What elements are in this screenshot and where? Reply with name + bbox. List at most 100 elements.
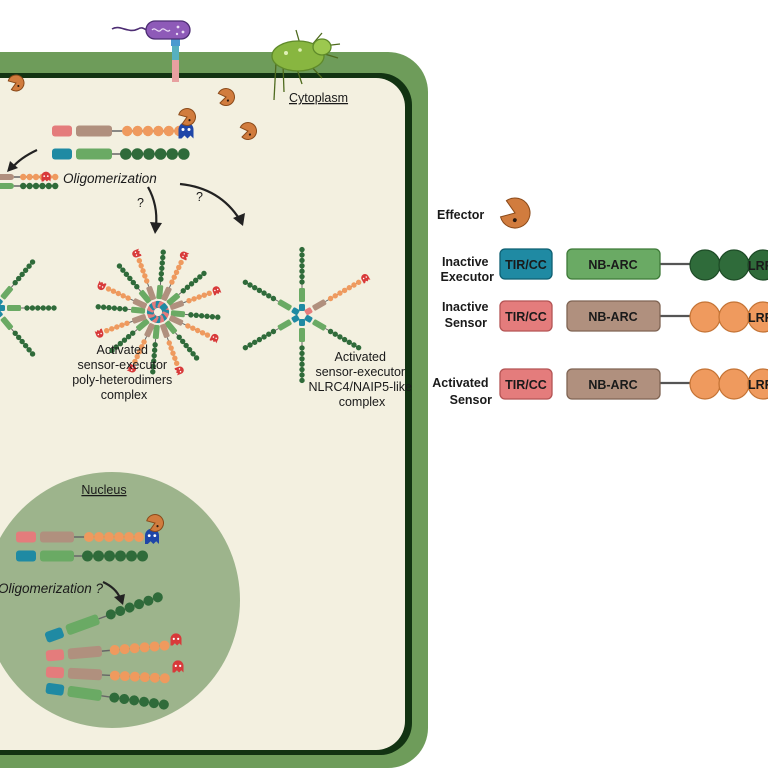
lrr-bead <box>109 670 120 681</box>
ghost-eye <box>100 332 102 335</box>
lrr-bead <box>15 334 22 341</box>
executor-spoke <box>304 314 362 351</box>
executor-spoke <box>299 319 305 384</box>
inactive-nlr-monomers <box>52 108 196 160</box>
lrr-bead <box>299 279 305 285</box>
nbarc-domain <box>156 284 164 300</box>
effector-icon <box>217 88 235 106</box>
lrr-bead <box>327 295 334 302</box>
ghost-eye <box>174 664 177 667</box>
cytoplasm-effectors <box>7 74 257 140</box>
lrr-bead <box>115 605 126 616</box>
tir-domain <box>52 148 72 160</box>
legend-inactive-sensor-label: Inactive Sensor <box>442 300 492 330</box>
ghost-eye <box>177 637 180 640</box>
effector-bound-marker <box>172 660 184 673</box>
lrr-bead <box>299 246 305 253</box>
ghost-body <box>97 280 107 291</box>
ghost-body <box>94 328 104 338</box>
tir-domain <box>299 319 305 326</box>
lrr-bead <box>172 355 178 361</box>
effector-body <box>178 108 196 126</box>
ghost-eye <box>172 637 175 640</box>
lrr-bead <box>52 182 59 190</box>
left-edge-complex <box>0 259 57 357</box>
ghost-body <box>179 251 190 261</box>
lrr-bead <box>124 532 134 542</box>
lrr-bead <box>176 264 182 271</box>
nbarc-domain <box>132 314 147 324</box>
effector-bound-marker <box>94 328 104 338</box>
left-dimer-fragment <box>0 171 59 190</box>
effector-ghost-icon <box>178 122 194 139</box>
ghost-body <box>145 528 159 544</box>
lrr-bead <box>22 342 29 349</box>
lrr-bead <box>337 334 343 340</box>
tir-domain <box>45 666 65 679</box>
lrr-bead <box>132 358 138 365</box>
nbarc-domain <box>299 288 305 302</box>
tir-domain <box>0 305 5 311</box>
effector-icon <box>239 122 257 140</box>
tir-domain <box>304 307 313 316</box>
lrr-bead <box>131 148 144 160</box>
lrr-bead <box>178 259 184 266</box>
lrr-bead <box>136 257 143 264</box>
lrr-bead <box>351 282 357 288</box>
lrr-bead <box>180 288 186 294</box>
lrr-bead <box>94 532 104 542</box>
lrr-bead <box>132 125 143 137</box>
lrr-bead <box>299 263 305 269</box>
lrr-bead <box>149 641 160 652</box>
lrr-bead <box>115 290 122 297</box>
lrr-bead <box>150 369 156 375</box>
executor-protein <box>45 682 169 710</box>
nbarc-domain <box>40 550 74 562</box>
tir-domain <box>291 314 300 323</box>
lrr-bead <box>26 173 33 181</box>
activated-sensor-nbarc-label: NB-ARC <box>588 378 637 392</box>
lrr-bead <box>337 290 343 296</box>
ghost-eye <box>135 254 138 256</box>
lrr-bead <box>105 286 112 292</box>
effector-body <box>146 514 164 532</box>
lrr-bead <box>104 550 115 562</box>
lrr-bead <box>215 314 221 320</box>
lrr-bead <box>39 182 46 190</box>
sensor-tir-domain <box>499 300 553 332</box>
lrr-bead <box>142 125 154 137</box>
lrr-bead <box>19 271 25 278</box>
executor-spoke <box>0 309 36 357</box>
lrr-bead <box>184 284 191 291</box>
lrr-bead <box>193 312 199 319</box>
sensor-spoke <box>132 248 160 309</box>
lrr-bead <box>179 338 186 345</box>
lrr-bead <box>332 331 338 337</box>
effector-eye <box>512 218 517 223</box>
tir-domain <box>16 531 36 543</box>
lrr-bead <box>119 322 125 328</box>
ghost-eye <box>212 336 215 338</box>
lrr-bead <box>191 296 197 302</box>
tir-domain <box>44 627 64 643</box>
tir-domain <box>304 314 313 323</box>
lrr-bead <box>115 550 126 562</box>
lrr-bead <box>154 148 167 160</box>
lrr-bead <box>299 372 305 378</box>
nbarc-domain <box>166 292 180 306</box>
lrr-bead <box>116 263 123 269</box>
lrr-bead <box>105 609 116 620</box>
legend-activated-sensor-row: TIR/CC NB-ARC LRR <box>499 368 768 400</box>
lrr-bead <box>137 550 148 562</box>
nuclear-arrow-head <box>114 594 125 605</box>
nbarc-domain <box>146 286 156 301</box>
nbarc-domain <box>277 319 292 331</box>
lrr-bead <box>190 351 196 357</box>
nbarc-domain <box>152 324 160 340</box>
lrr-bead <box>261 290 267 296</box>
lrr-bead <box>95 304 101 310</box>
effector-bound-marker <box>179 251 190 261</box>
lrr-bead <box>111 305 118 311</box>
nbarc-domain <box>136 318 150 332</box>
